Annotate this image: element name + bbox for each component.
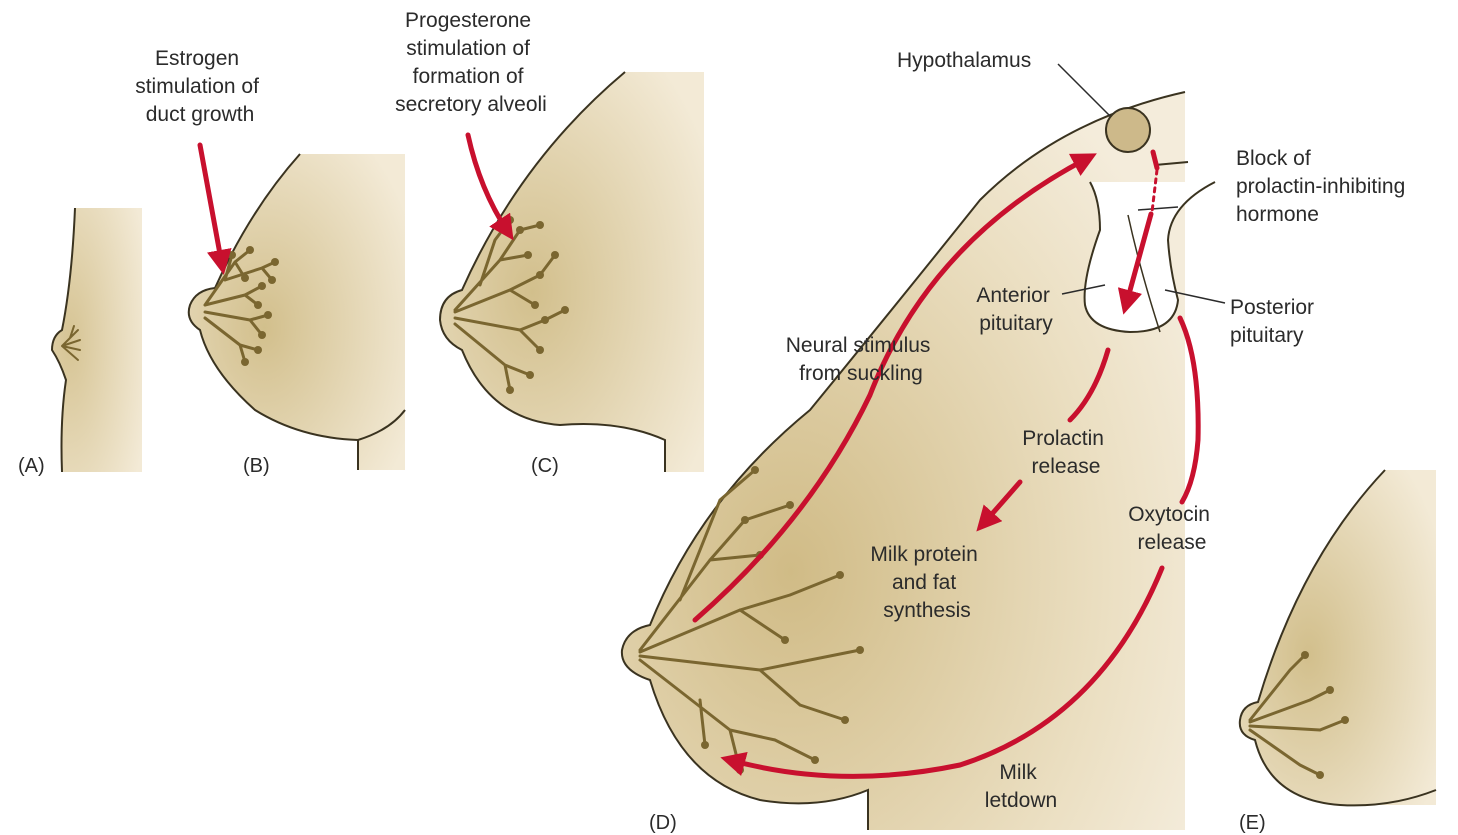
hypothalamus-leader [1058, 64, 1110, 116]
panel-e-tag: (E) [1239, 812, 1266, 834]
pituitary-gland [1085, 162, 1215, 332]
panel-a-breast [52, 208, 142, 472]
panel-b-tag: (B) [243, 455, 270, 477]
panel-c-breast [440, 72, 704, 472]
estrogen-label: Estrogen stimulation of duct growth [135, 47, 265, 126]
panel-e-breast [1240, 470, 1436, 805]
hypothalamus-label: Hypothalamus [897, 49, 1031, 72]
panel-b-breast [189, 154, 405, 470]
progesterone-label: Progesterone stimulation of formation of… [395, 9, 547, 116]
hypothalamus-node [1106, 108, 1150, 152]
panel-d-tag: (D) [649, 812, 677, 834]
posterior-pituitary-label: Posterior pituitary [1230, 296, 1320, 347]
panel-c-tag: (C) [531, 455, 559, 477]
block-label: Block of prolactin-inhibiting hormone [1236, 147, 1411, 226]
estrogen-arrow [200, 145, 222, 265]
panel-a-tag: (A) [18, 455, 45, 477]
